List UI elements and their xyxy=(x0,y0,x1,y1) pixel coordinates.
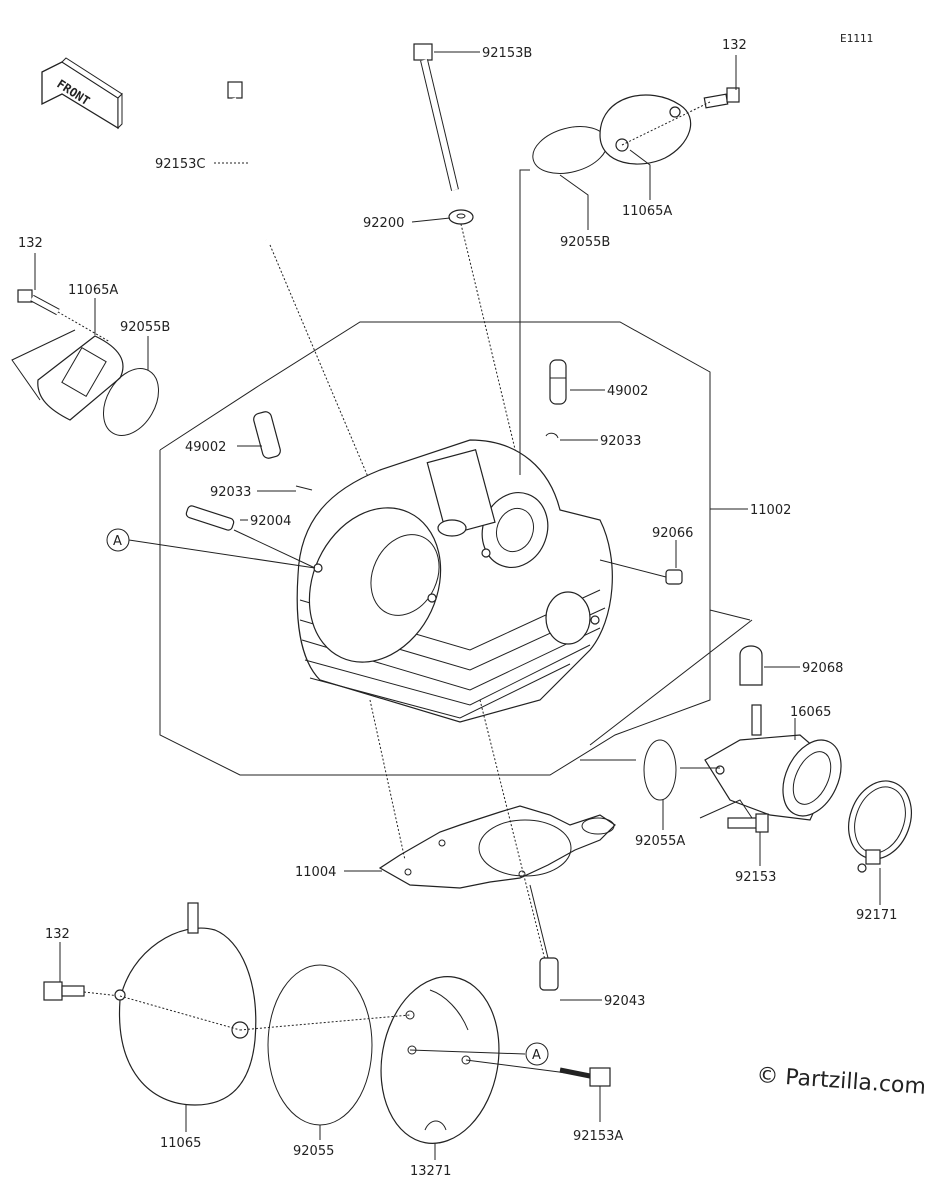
label-92033-left: 92033 xyxy=(210,485,251,500)
cap-11065A-left xyxy=(37,335,124,421)
cover-11065 xyxy=(114,902,257,1106)
label-92200: 92200 xyxy=(363,216,404,231)
cover-13271 xyxy=(380,976,500,1144)
label-16065: 16065 xyxy=(790,705,831,720)
label-92153C: 92153C xyxy=(155,157,205,172)
label-92055A: 92055A xyxy=(635,834,685,849)
label-92171: 92171 xyxy=(856,908,897,923)
clip-92033-left xyxy=(295,485,313,491)
oring-92055 xyxy=(267,964,373,1126)
bolt-132-left xyxy=(17,289,60,316)
dowel-92043 xyxy=(539,957,559,991)
cylinder-head-11002 xyxy=(296,439,613,723)
bolt-92153B xyxy=(413,43,459,191)
svg-text:A: A xyxy=(532,1048,541,1063)
bolt-92153C xyxy=(227,81,268,241)
label-92066: 92066 xyxy=(652,526,693,541)
label-13271: 13271 xyxy=(410,1164,451,1179)
bolt-92153A xyxy=(559,1067,611,1087)
label-49002-right: 49002 xyxy=(607,384,648,399)
bolt-92153 xyxy=(727,813,769,833)
label-92055B-left: 92055B xyxy=(120,320,170,335)
label-92033-right: 92033 xyxy=(600,434,641,449)
clip-92033-right xyxy=(545,432,559,439)
callout-A-lower: A xyxy=(525,1042,549,1066)
label-92004: 92004 xyxy=(250,514,291,529)
washer-92200 xyxy=(448,209,474,225)
label-11065A-left: 11065A xyxy=(68,283,118,298)
valve-guide-49002-left xyxy=(253,411,281,459)
oring-92055B-top xyxy=(532,126,608,174)
label-92043: 92043 xyxy=(604,994,645,1009)
bolt-132-top xyxy=(703,87,740,109)
copyright-text: © Partzilla.com xyxy=(756,1063,927,1100)
stud-92004 xyxy=(185,505,235,531)
gasket-11004 xyxy=(378,805,616,889)
label-92068: 92068 xyxy=(802,661,843,676)
dowel-92066 xyxy=(665,569,683,585)
label-11065: 11065 xyxy=(160,1136,201,1151)
label-132-top: 132 xyxy=(722,38,747,53)
label-92055B-top: 92055B xyxy=(560,235,610,250)
label-132-bottom: 132 xyxy=(45,927,70,942)
cap-11065A-top xyxy=(599,94,692,165)
intake-pipe-16065 xyxy=(704,704,842,821)
diagram-code: E1111 xyxy=(840,32,873,45)
head-assembly-outline xyxy=(159,321,751,776)
callout-A-upper: A xyxy=(106,528,130,552)
clamp-92171 xyxy=(848,780,912,873)
label-92153B: 92153B xyxy=(482,46,532,61)
label-92153: 92153 xyxy=(735,870,776,885)
valve-guide-49002-right xyxy=(549,359,567,405)
label-11065A-top: 11065A xyxy=(622,204,672,219)
label-11004: 11004 xyxy=(295,865,336,880)
svg-text:A: A xyxy=(113,534,122,549)
label-49002-left: 49002 xyxy=(185,440,226,455)
oring-92055A xyxy=(643,739,677,801)
front-arrow-icon: FRONT xyxy=(41,57,123,130)
label-11002: 11002 xyxy=(750,503,791,518)
cap-92068 xyxy=(739,645,763,686)
label-92055: 92055 xyxy=(293,1144,334,1159)
oring-92055B-left xyxy=(103,368,159,436)
bolt-132-bottom xyxy=(43,981,85,1001)
label-132-left: 132 xyxy=(18,236,43,251)
label-92153A: 92153A xyxy=(573,1129,623,1144)
